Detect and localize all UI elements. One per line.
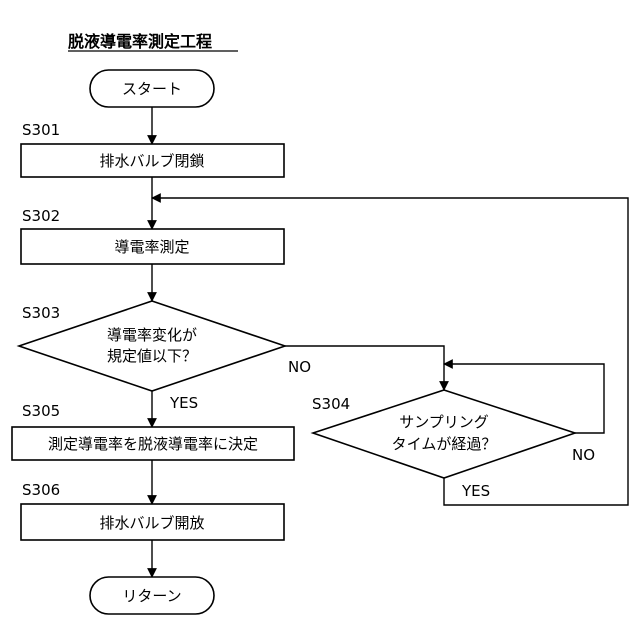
branch-label-s304-no: NO: [572, 446, 595, 464]
process-s302-label: 導電率測定: [114, 238, 189, 256]
process-s301-label: 排水バルブ閉鎖: [99, 152, 204, 170]
decision-s303-label-line1: 導電率変化が: [107, 326, 197, 344]
branch-label-s303-yes: YES: [169, 394, 198, 412]
step-label-s303: S303: [22, 304, 60, 322]
decision-s304-label-line2: タイムが経過？: [392, 435, 497, 453]
step-label-s306: S306: [22, 481, 60, 499]
decision-s304: [313, 390, 575, 478]
branch-label-s303-no: NO: [288, 358, 311, 376]
step-label-s302: S302: [22, 207, 60, 225]
diagram-title: 脱液導電率測定工程: [68, 32, 212, 51]
start-label: スタート: [122, 80, 182, 98]
decision-s304-label-line1: サンプリング: [399, 413, 489, 431]
end-label: リターン: [122, 587, 181, 605]
step-label-s304: S304: [312, 395, 350, 413]
branch-label-s304-yes: YES: [461, 482, 490, 500]
decision-s303-label-line2: 規定値以下？: [107, 347, 197, 365]
step-label-s305: S305: [22, 402, 60, 420]
step-label-s301: S301: [22, 121, 60, 139]
process-s305-label: 測定導電率を脱液導電率に決定: [48, 435, 258, 453]
process-s306-label: 排水バルブ開放: [99, 514, 204, 532]
